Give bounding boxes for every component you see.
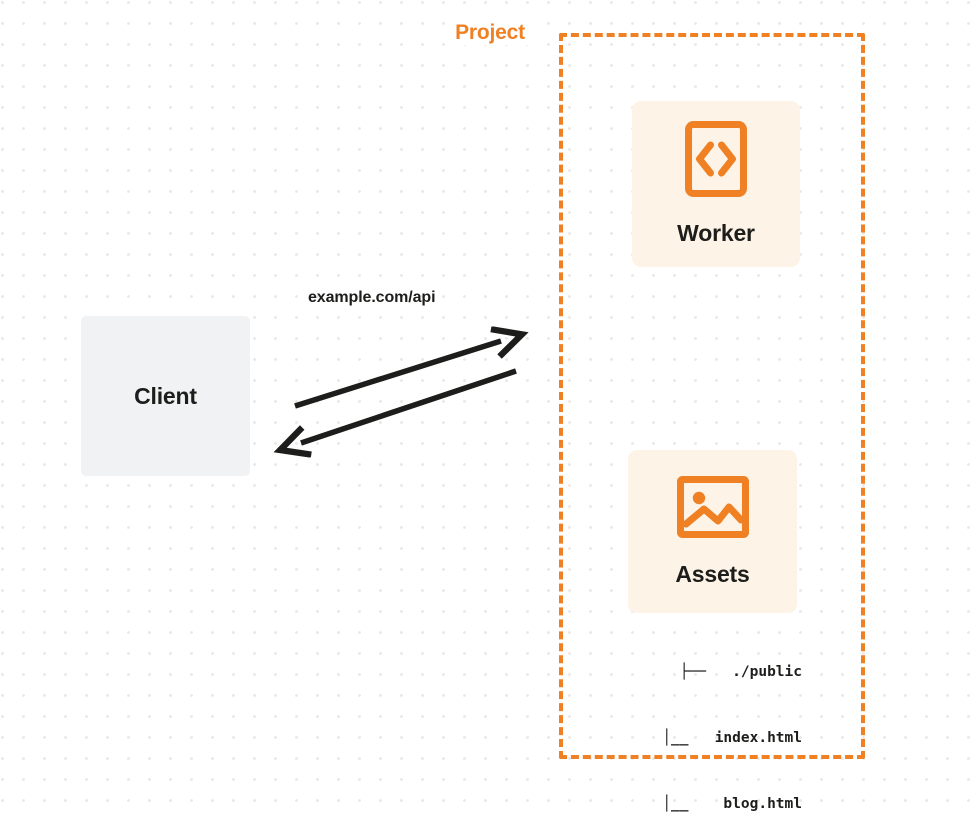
image-icon (676, 475, 749, 543)
project-label: Project (448, 21, 532, 45)
assets-card-label: Assets (675, 560, 750, 587)
worker-card[interactable]: Worker (632, 101, 800, 267)
client-node[interactable]: Client (81, 316, 250, 476)
response-arrow (301, 368, 517, 443)
assets-file-tree: ├── ./public │__ index.html │__ blog.htm… (604, 617, 802, 818)
file-tree-row: │__ index.html (653, 730, 802, 746)
worker-card-label: Worker (677, 220, 755, 246)
assets-card[interactable]: Assets (628, 450, 797, 613)
request-arrow (294, 341, 501, 409)
file-tree-row: ├── ./public (679, 664, 802, 680)
client-label: Client (134, 382, 197, 409)
connection-label: example.com/api (308, 289, 436, 306)
code-brackets-icon (685, 121, 747, 202)
project-boundary (559, 33, 865, 759)
file-tree-row: │__ blog.html (653, 796, 802, 812)
